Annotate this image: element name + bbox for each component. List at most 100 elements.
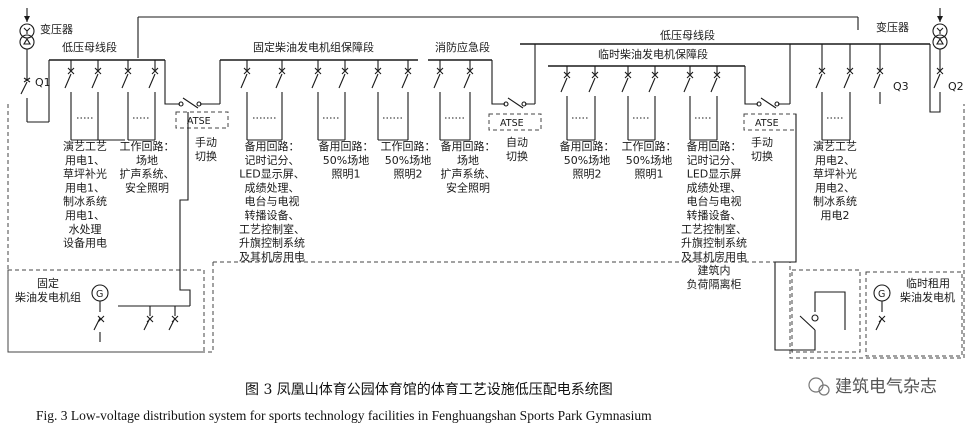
fixed-gen-section-label: 固定柴油发电机组保障段 [253,40,374,54]
load-8-line-1: 工作回路： [622,140,677,153]
load-5-line-2: 50%场地 [385,153,431,167]
load-1-line-7: 水处理 [69,223,102,236]
load-2-line-4: 安全照明 [125,180,169,194]
load-9-line-11: 负荷隔离柜 [687,277,742,291]
load-5-line-1: 工作回路： [381,140,436,153]
load-10-line-1: 演艺工艺 [813,139,857,153]
load-3-line-4: 成绩处理、 [245,181,300,194]
left-feed-arrow [24,16,30,22]
load-9-line-4: 成绩处理、 [687,181,742,194]
load-2-line-1: 工作回路： [120,140,175,153]
temp-gen-label-line2: 柴油发电机 [900,290,955,304]
manual-switch-2-line2: 切换 [751,149,773,163]
q1-breaker [20,60,50,123]
load-1-line-6: 用电1、 [65,209,105,222]
outer-dashed-frame [7,104,965,359]
load-3-line-9: 及其机房用电 [239,249,305,263]
load-9-line-1: 备用回路： [687,139,742,153]
load-4-line-3: 照明1 [332,168,361,181]
load-3-line-7: 工艺控制室、 [239,222,305,236]
atse-manual-1: ATSE [164,60,229,268]
load-3-line-8: 升旗控制系统 [239,236,305,250]
fire-section-feeders [433,60,474,141]
atse-auto-label: ATSE [500,118,524,129]
bus-right-label: 低压母线段 [660,28,715,42]
caption-en: Fig. 3 Low-voltage distribution system f… [36,408,652,423]
temp-gen-section-label: 临时柴油发电机保障段 [598,47,708,61]
load-3-line-6: 转播设备、 [245,208,300,222]
temp-gen-feeders [560,66,721,141]
atse-1-label: ATSE [187,116,211,127]
load-6-line-2: 场地 [457,153,479,167]
load-isolation-cabinet [774,269,861,353]
load-9-line-2: 记时记分、 [687,154,742,167]
wechat-watermark: 建筑电气杂志 [808,377,937,397]
fixed-generator-box [7,269,205,353]
load-8-line-3: 照明1 [635,168,664,181]
right-bus-feeders [815,44,854,141]
load-9-line-7: 工艺控制室、 [681,222,747,236]
right-transformer-symbol [932,23,948,50]
manual-switch-1-line2: 切换 [195,149,217,163]
load-9-line-8: 升旗控制系统 [681,236,747,250]
bus-left-label: 低压母线段 [62,40,117,54]
load-7-line-1: 备用回路： [560,139,615,153]
q2-breaker [929,44,944,113]
load-3-line-3: LED显示屏、 [239,168,305,181]
svg-text:G: G [96,289,103,300]
load-9-line-5: 电台与电视 [687,194,742,208]
load-9-line-3: LED显示屏 [687,168,742,181]
load-3-line-1: 备用回路： [245,139,300,153]
load-10-line-3: 草坪补光 [813,167,857,181]
load-2-line-3: 扩声系统、 [120,167,175,181]
load-9-line-10: 建筑内 [698,263,731,277]
caption-zh: 图 3 凤凰山体育公园体育馆的体育工艺设施低压配电系统图 [245,382,613,398]
load-10-line-5: 制冰系统 [813,195,857,208]
load-6-line-4: 安全照明 [446,180,490,194]
load-1-line-1: 演艺工艺 [63,139,107,153]
load-9-line-9: 及其机房用电 [681,249,747,263]
watermark-text: 建筑电气杂志 [835,377,937,397]
atse-2-label: ATSE [755,118,779,129]
left-bus-feeders [64,60,159,141]
load-6-line-1: 备用回路： [441,139,496,153]
load-9-line-6: 转播设备、 [687,208,742,222]
load-4-line-1: 备用回路： [319,139,374,153]
right-feed-arrow [937,16,943,22]
load-1-line-4: 用电1、 [65,181,105,194]
load-6-line-3: 扩声系统、 [441,167,496,181]
fixed-gen-atse-link [179,268,191,306]
load-1-line-8: 设备用电 [63,236,107,250]
auto-switch-line1: 自动 [506,136,528,149]
fixed-gen-label-line1: 固定 [37,276,59,290]
load-3-line-5: 电台与电视 [245,194,300,208]
fixed-generator-symbol: G [91,284,109,331]
temp-gen-label-line1: 临时租用 [906,276,950,290]
load-10-line-4: 用电2、 [815,181,855,194]
load-texts: 演艺工艺用电1、草坪补光用电1、制冰系统用电1、水处理设备用电工作回路：场地扩声… [63,139,857,291]
load-2-line-2: 场地 [136,153,158,167]
load-8-line-2: 50%场地 [626,153,672,167]
left-transformer-label: 变压器 [40,22,73,36]
q3-label: Q3 [893,80,909,93]
load-3-line-2: 记时记分、 [245,154,300,167]
fixed-gen-breakers [99,305,190,342]
manual-switch-2-line1: 手动 [751,135,773,149]
load-7-line-2: 50%场地 [564,153,610,167]
load-4-line-2: 50%场地 [323,153,369,167]
temp-generator-box [865,271,963,357]
load-1-line-3: 草坪补光 [63,167,107,181]
manual-switch-1-line1: 手动 [195,135,217,149]
right-transformer-label: 变压器 [876,20,909,34]
atse-auto: ATSE [488,44,542,131]
q1-label: Q1 [35,76,51,89]
fixed-gen-label-line2: 柴油发电机组 [15,290,81,304]
load-10-line-2: 用电2、 [815,154,855,167]
fixed-gen-feeders [240,60,412,141]
load-1-line-5: 制冰系统 [63,195,107,208]
atse-manual-2: ATSE [743,44,797,285]
q2-label: Q2 [948,80,964,93]
auto-switch-line2: 切换 [506,149,528,163]
